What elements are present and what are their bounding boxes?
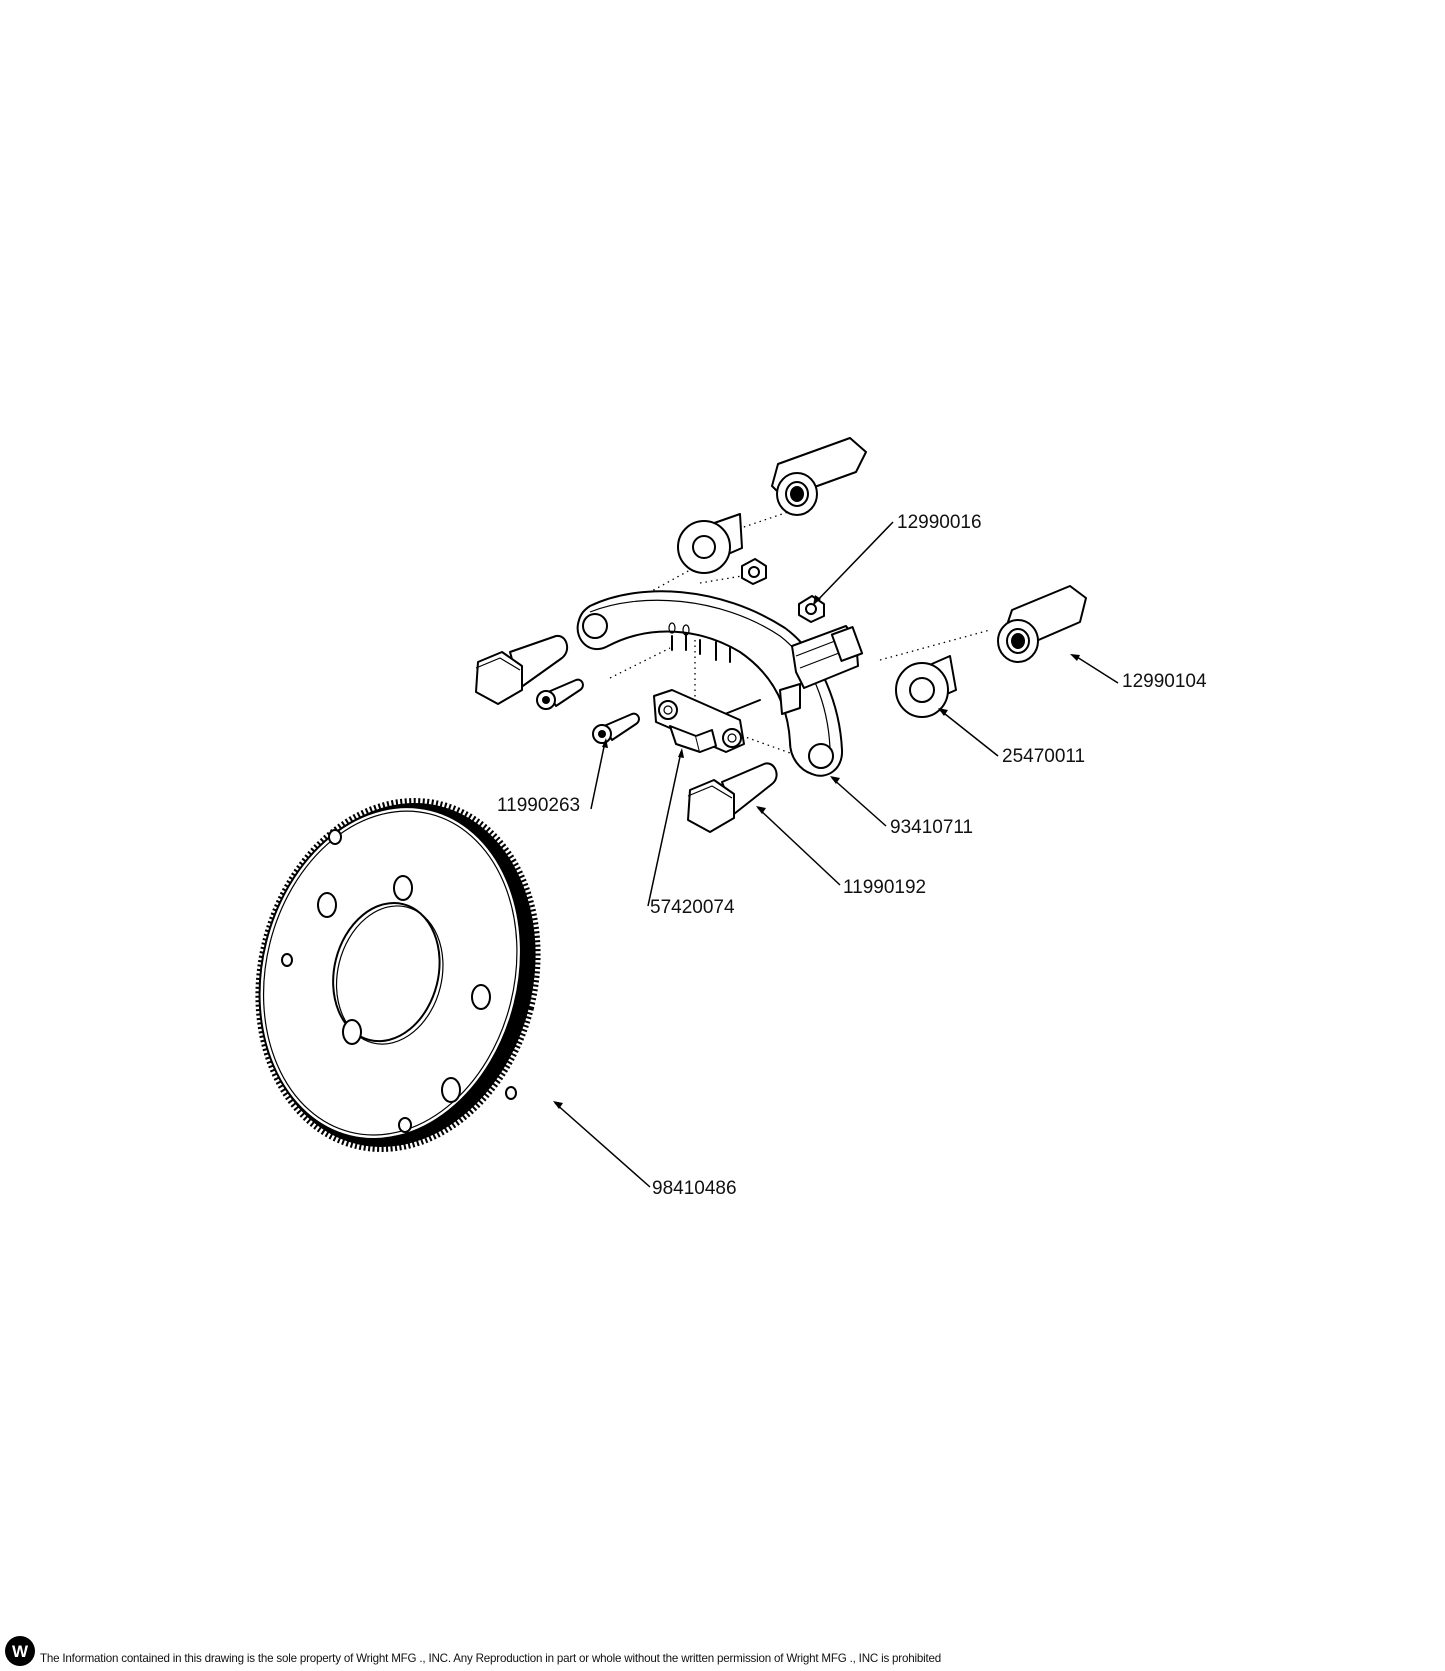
callout-57420074: 57420074 (650, 897, 735, 918)
callout-11990263: 11990263 (497, 795, 580, 816)
hex-bolt-upper (475, 634, 569, 705)
callout-98410486: 98410486 (652, 1178, 737, 1199)
callout-leaders (553, 521, 1119, 1188)
footer: W The Information contained in this draw… (0, 1628, 1445, 1671)
callout-25470011: 25470011 (1002, 746, 1085, 767)
hex-nut-lower (798, 595, 825, 623)
callout-12990104: 12990104 (1122, 671, 1207, 692)
spacer-right (895, 655, 957, 718)
wright-logo-icon: W (5, 1636, 35, 1666)
hex-nut-upper (741, 558, 767, 585)
cap-screw-upper (536, 678, 584, 710)
hex-standoff-upper (771, 437, 867, 516)
sensor-body (719, 625, 864, 717)
flywheel-ring-gear (255, 798, 541, 1152)
flywheel-bolt-holes (281, 829, 517, 1133)
callout-93410711: 93410711 (890, 817, 973, 838)
spacer-upper (677, 513, 743, 574)
callout-11990192: 11990192 (843, 877, 926, 898)
sensor-mount-plate (653, 689, 745, 753)
logo-letter: W (12, 1642, 29, 1661)
hex-standoff-right (997, 585, 1087, 663)
cap-screw-lower (592, 712, 640, 744)
curved-sensor-bracket (576, 590, 844, 777)
hex-bolt-lower (687, 762, 778, 833)
copyright-notice: The Information contained in this drawin… (40, 1652, 941, 1665)
callout-12990016: 12990016 (897, 512, 982, 533)
